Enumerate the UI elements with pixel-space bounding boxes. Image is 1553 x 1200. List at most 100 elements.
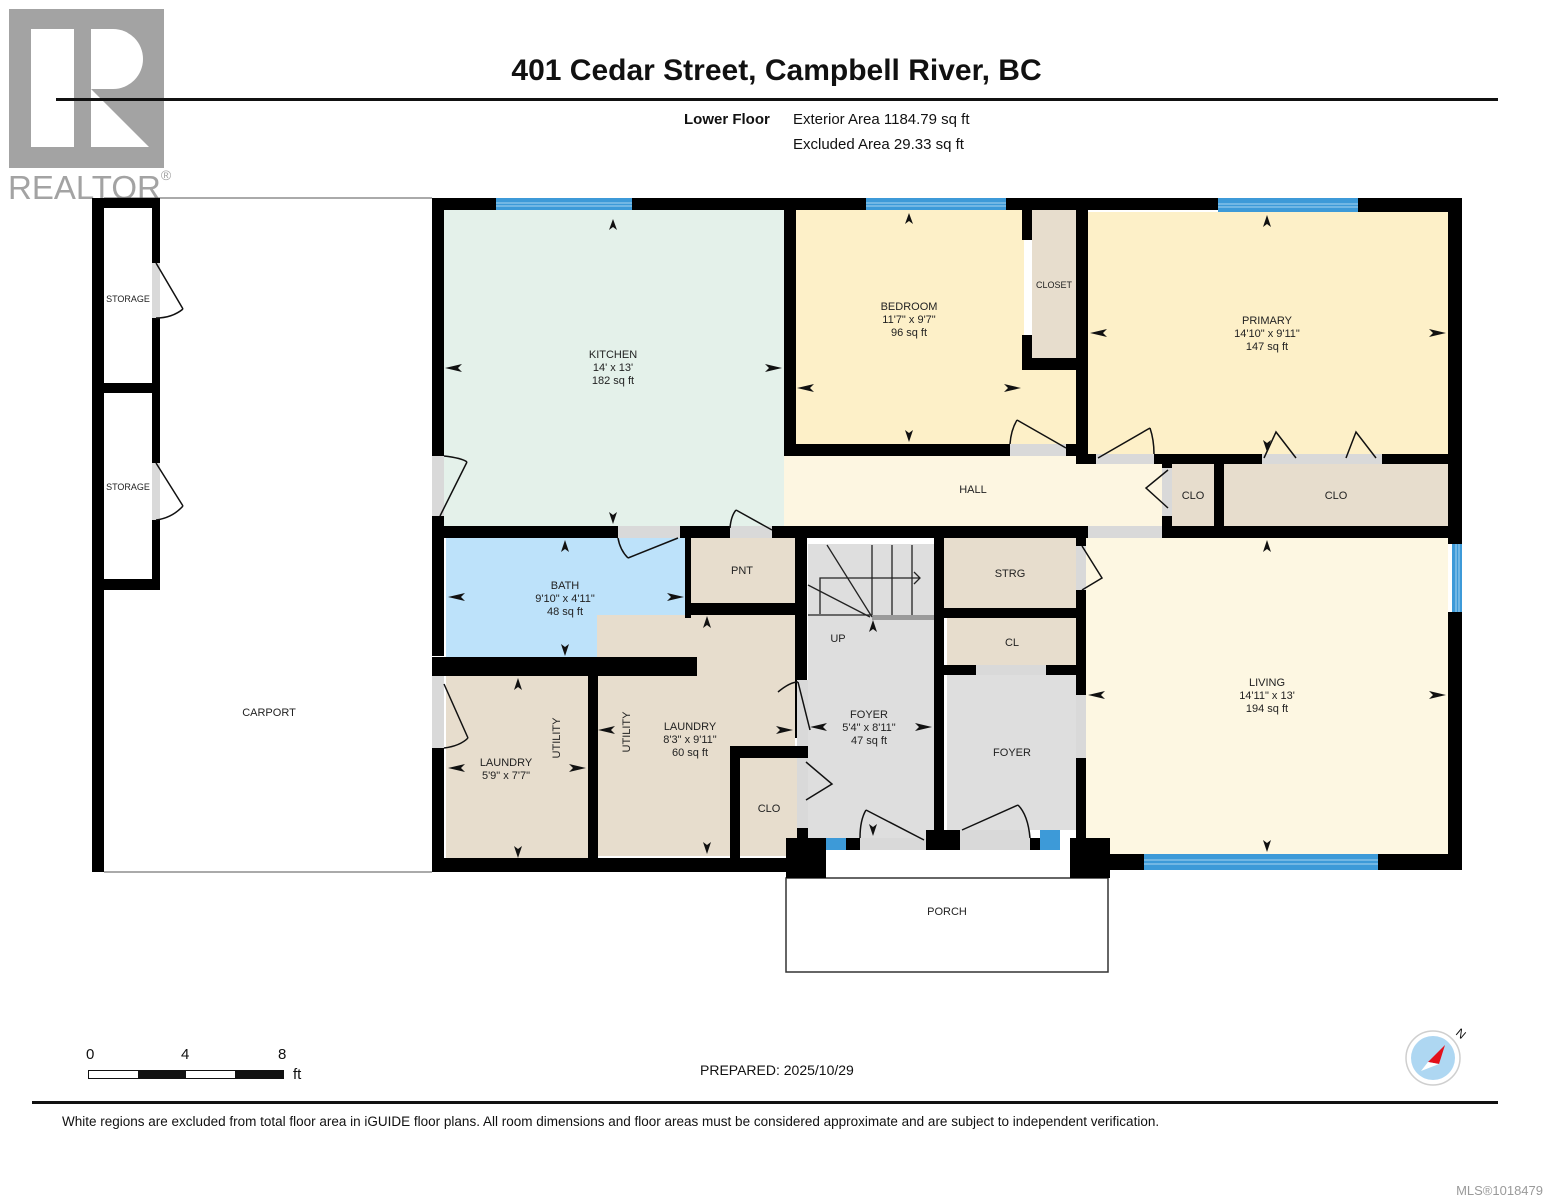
wall: [1046, 665, 1078, 675]
room-dims: 14'11" x 13': [1239, 690, 1295, 702]
utility-label: UTILITY: [621, 711, 633, 753]
room-name: STRG: [995, 568, 1026, 580]
storage-2-fill: [106, 393, 152, 579]
wall: [432, 198, 496, 210]
wall: [1448, 612, 1462, 870]
room-area: 48 sq ft: [547, 606, 583, 618]
wall: [1162, 462, 1172, 468]
wall: [104, 383, 160, 393]
floor-plan: STORAGE STORAGE CARPORT KITCHEN 14' x 13…: [92, 197, 1462, 973]
room-name: CLO: [1325, 490, 1348, 502]
wall: [1076, 590, 1086, 695]
wall: [772, 526, 1088, 538]
room-name: STORAGE: [106, 482, 150, 492]
room-dims: 9'10" x 4'11": [535, 593, 595, 605]
foyer-2-fill: [947, 674, 1077, 830]
wall: [685, 603, 801, 615]
room-dims: 11'7" x 9'7": [882, 314, 935, 326]
door-sill: [618, 526, 680, 538]
wall: [432, 526, 618, 538]
door-sill: [1010, 444, 1066, 456]
room-name: BATH: [551, 580, 580, 592]
logo-r-bowl: [91, 29, 143, 89]
room-area: 47 sq ft: [851, 735, 887, 747]
door-swing: [961, 804, 1031, 839]
door-sill: [152, 263, 160, 318]
door-sill: [1076, 546, 1086, 590]
kitchen-fill: [443, 210, 784, 526]
room-labels: STORAGE STORAGE CARPORT KITCHEN 14' x 13…: [106, 280, 1348, 918]
room-name: KITCHEN: [589, 349, 637, 361]
window-panes: [496, 202, 1460, 865]
wall: [680, 526, 730, 538]
window: [1218, 198, 1358, 212]
wall: [1358, 198, 1462, 212]
wall: [1006, 198, 1218, 210]
wall: [432, 858, 810, 872]
logo-r-stem: [31, 29, 74, 147]
scale-segments: [88, 1070, 284, 1079]
room-name: LAUNDRY: [664, 721, 717, 733]
stairs: [807, 544, 921, 618]
storage-1-fill: [106, 208, 152, 383]
door-swing: [777, 681, 811, 731]
pnt-fill: [690, 536, 795, 603]
dimension-arrows: [445, 213, 1446, 858]
wall: [1448, 198, 1462, 544]
living-fill: [1086, 538, 1448, 854]
room-dims: 5'9" x 7'7": [482, 770, 530, 782]
room-name: CLO: [1182, 490, 1205, 502]
page-title: 401 Cedar Street, Campbell River, BC: [511, 54, 1042, 87]
wall: [432, 198, 444, 456]
door-swings: [155, 262, 1377, 841]
mls-number: MLS®1018479: [1456, 1183, 1543, 1198]
wall: [104, 579, 160, 590]
bifold-door: [805, 761, 834, 801]
wall: [1076, 454, 1096, 464]
door-sill: [976, 665, 1046, 675]
door-swing: [155, 262, 184, 319]
door-sill: [432, 676, 444, 748]
wall: [432, 657, 697, 676]
excluded-area: Excluded Area 29.33 sq ft: [793, 136, 964, 153]
scale-unit: ft: [293, 1066, 302, 1083]
stair-landing: [872, 615, 934, 620]
room-name: FOYER: [993, 747, 1031, 759]
clo-primary-fill: [1224, 462, 1448, 528]
door-sill: [1088, 526, 1162, 538]
room-area: 182 sq ft: [592, 375, 634, 387]
closet-fill: [1032, 210, 1076, 358]
door-sills: [152, 263, 1382, 850]
wall: [1378, 854, 1462, 870]
room-dims: 5'4" x 8'11": [842, 722, 895, 734]
door-sill: [1076, 695, 1086, 758]
wall: [784, 198, 796, 456]
wall: [588, 666, 598, 866]
room-name: CARPORT: [242, 707, 296, 719]
porch-fill: [785, 877, 1109, 973]
wall: [1162, 516, 1172, 530]
door-sill: [1096, 454, 1154, 464]
door-sill: [797, 680, 808, 746]
room-fills: [104, 200, 1448, 973]
stair-direction-arrow: [819, 571, 921, 614]
wall: [152, 318, 160, 393]
room-name: HALL: [959, 484, 987, 496]
wall: [1154, 454, 1262, 464]
bifold-door: [1263, 430, 1377, 459]
disclaimer-text: White regions are excluded from total fl…: [62, 1114, 1160, 1129]
wall: [1162, 526, 1462, 538]
wall: [934, 538, 944, 838]
door-swing: [1097, 427, 1155, 459]
scale-tick: 4: [181, 1046, 190, 1063]
wall: [944, 608, 1078, 618]
bifold-door: [1081, 545, 1104, 591]
room-area: 60 sq ft: [672, 747, 708, 759]
wall: [1022, 358, 1078, 370]
wall: [152, 198, 160, 263]
window: [1144, 854, 1378, 870]
wall: [432, 516, 444, 656]
door-sill: [152, 463, 160, 520]
room-area: 194 sq ft: [1246, 703, 1288, 715]
wall: [1382, 454, 1462, 464]
